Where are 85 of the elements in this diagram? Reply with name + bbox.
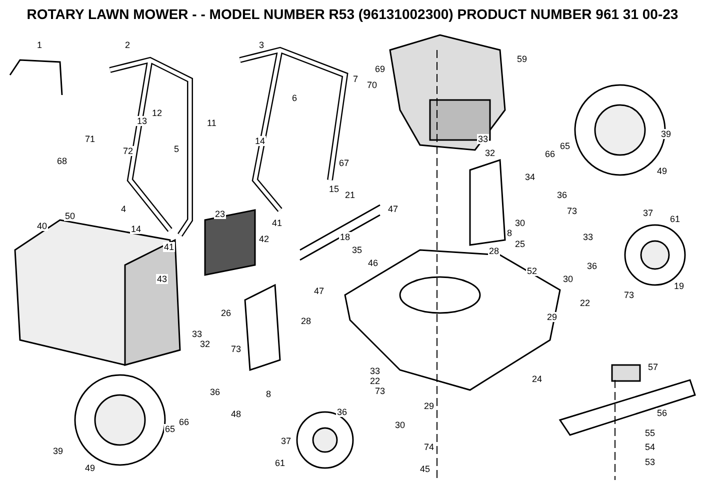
callout-number: 61 [274,458,286,468]
callout-number: 68 [56,156,68,166]
callout-number: 36 [556,190,568,200]
callout-number: 33 [191,329,204,339]
callout-number: 57 [647,362,660,372]
callout-number: 36 [336,407,348,417]
callout-number: 42 [258,234,270,244]
callout-number: 25 [514,239,526,249]
callout-number: 3 [258,40,266,50]
callout-number: 72 [122,146,134,156]
callout-number: 11 [206,118,218,128]
callout-number: 71 [84,134,96,144]
callout-number: 40 [36,221,48,231]
callout-number: 35 [351,245,364,255]
callout-number: 30 [562,274,574,284]
callout-number: 22 [369,376,382,386]
callout-number: 73 [623,290,636,300]
callout-number: 28 [300,316,312,326]
callout-number: 43 [156,274,168,284]
callout-number: 14 [130,224,142,234]
callout-number: 32 [484,148,496,158]
callout-number: 61 [669,214,682,224]
callout-number: 26 [220,308,232,318]
callout-number: 73 [230,344,242,354]
callout-number: 6 [291,93,298,103]
callout-number: 39 [52,446,64,456]
callout-number: 23 [214,209,226,219]
callout-number: 73 [566,206,578,216]
callout-number: 66 [178,417,190,427]
callout-number: 22 [579,298,592,308]
callout-number: 12 [151,108,164,118]
callout-number: 36 [209,387,222,397]
callout-number: 47 [313,286,326,296]
callout-number: 8 [265,389,272,399]
callout-number: 56 [656,408,668,418]
callout-number: 18 [339,232,352,242]
callout-number: 36 [586,261,598,271]
callout-number: 54 [644,442,656,452]
callout-number: 70 [366,80,378,90]
callout-number: 37 [280,436,292,446]
callout-number: 21 [344,190,356,200]
callout-number: 46 [367,258,380,268]
callout-number: 69 [374,64,386,74]
callout-number: 67 [338,158,350,168]
callout-number: 33 [477,134,490,144]
callout-number: 30 [514,218,526,228]
callout-number: 30 [394,420,406,430]
callout-number: 7 [352,74,360,84]
callout-number: 34 [524,172,536,182]
callout-number: 50 [64,211,76,221]
callout-number: 8 [506,228,514,238]
callout-number: 59 [516,54,528,64]
callout-number: 55 [644,428,656,438]
callout-number: 48 [230,409,242,419]
callout-number: 14 [254,136,266,146]
diagram-title: ROTARY LAWN MOWER - - MODEL NUMBER R53 (96131002300) PRODUCT NUMBER 961 31 00-23 [26,6,680,22]
callout-number: 33 [369,366,382,376]
callout-number: 41 [163,242,176,252]
callout-number: 33 [582,232,594,242]
callout-number: 28 [488,246,500,256]
callout-number: 13 [136,116,148,126]
callout-number: 41 [271,218,284,228]
callout-number: 53 [644,457,656,467]
callout-number: 29 [546,312,558,322]
callout-number: 49 [656,166,668,176]
callout-number: 52 [526,266,538,276]
callout-number: 74 [423,442,436,452]
callout-number: 32 [199,339,212,349]
callout-number: 45 [419,464,432,474]
callout-number: 29 [423,401,436,411]
callout-number: 47 [387,204,400,214]
callout-number: 4 [120,204,128,214]
callout-number: 5 [173,144,180,154]
callout-number: 37 [642,208,654,218]
callout-number: 66 [544,149,556,159]
callout-number: 2 [124,40,132,50]
callout-number: 73 [374,386,386,396]
callout-number: 1 [36,40,44,50]
callout-number: 65 [164,424,176,434]
callout-number: 65 [559,141,572,151]
callout-number: 49 [84,463,96,473]
callout-number: 19 [673,281,686,291]
callout-number: 39 [660,129,672,139]
callout-number: 15 [328,184,340,194]
callout-number: 24 [531,374,544,384]
